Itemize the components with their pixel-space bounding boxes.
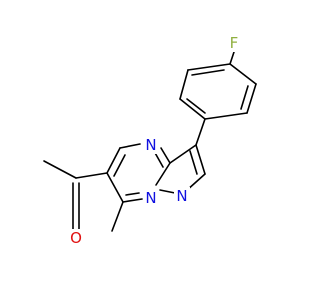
bond-phenyl-1-inner <box>191 69 225 76</box>
fluorine-atom: F <box>227 34 241 52</box>
bond-phenyl-pyrazole <box>195 118 206 146</box>
bond-pyrimidine-c5-c6-inner <box>113 154 126 177</box>
bond-phenyl-2 <box>179 69 189 100</box>
bond-acetyl-co-ch3 <box>43 160 77 179</box>
bond-layer <box>43 51 257 232</box>
oxygen-atom: O <box>68 229 86 247</box>
bond-pyrimidine-c7-n7 <box>122 198 143 203</box>
bond-phenyl-3 <box>179 98 206 120</box>
bond-acetyl-c6-co <box>75 172 108 179</box>
bond-phenyl-5-inner <box>240 85 249 110</box>
bond-pyrazole-n1-n7 <box>159 189 176 194</box>
bond-phenyl-4 <box>204 112 248 120</box>
nitrogen-label-bridge: N <box>145 189 156 207</box>
bond-phenyl-5 <box>246 83 257 114</box>
nitrogen-atom-right: N <box>174 187 190 205</box>
nitrogen-label-top: N <box>145 136 156 154</box>
nitrogen-label-right: N <box>176 187 187 205</box>
oxygen-label: O <box>70 229 82 247</box>
bond-phenyl-1 <box>187 63 231 71</box>
bond-pyrazole-c3-c3a <box>169 144 197 164</box>
bond-pyrimidine-n4-c5 <box>119 143 141 149</box>
bond-pyrazole-n7-c3a <box>155 162 171 186</box>
bond-methyl <box>111 201 124 232</box>
bond-phenyl-3-inner <box>186 98 206 114</box>
bond-pyrimidine-c6-c7 <box>106 172 124 203</box>
nitrogen-atom-top: N <box>142 136 160 154</box>
bond-pyrimidine-c7-n7-inner <box>125 192 140 196</box>
bond-pyrazole-c3-c2 <box>195 144 206 175</box>
nitrogen-atom-bridge: N <box>143 189 159 207</box>
molecule-structure-diagram: F N N N O <box>43 34 257 247</box>
bond-pyrazole-c3-c2-inner <box>189 150 198 175</box>
bond-pyrimidine-c3a-n4 <box>160 147 171 164</box>
atom-label-layer: F N N N O <box>68 34 241 247</box>
bond-f-c <box>229 51 235 65</box>
bond-phenyl-6 <box>229 63 257 85</box>
fluorine-label: F <box>230 34 239 52</box>
bond-pyrimidine-c5-c6 <box>106 147 121 174</box>
